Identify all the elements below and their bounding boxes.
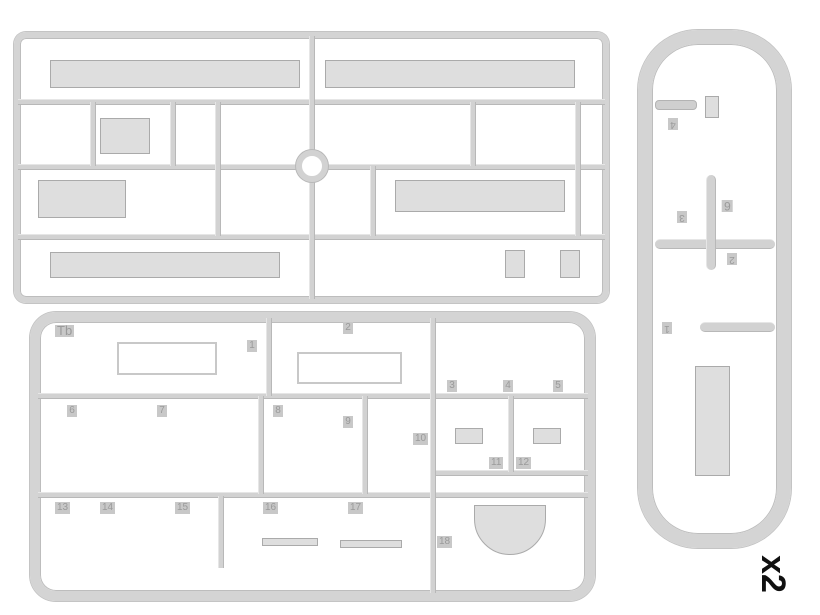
runner: [706, 175, 716, 270]
part-number: 1: [247, 340, 257, 352]
bracket-part-12: [533, 428, 561, 444]
part-number: 2: [727, 253, 737, 265]
hull-side-right: [325, 60, 575, 88]
part-number: 6: [67, 405, 77, 417]
part-number: 12: [516, 457, 532, 469]
part-number: 4: [668, 118, 678, 130]
runner: [470, 102, 476, 166]
part-number: 4: [503, 380, 513, 392]
small-parts: [505, 250, 525, 278]
engine-deck-part: [38, 180, 126, 218]
sprue-large-frame: [14, 32, 609, 303]
small-parts: [100, 118, 150, 154]
runner: [370, 166, 376, 236]
runner: [575, 102, 581, 236]
quantity-label: x2: [754, 555, 792, 593]
runner: [38, 393, 588, 399]
bracket-part-17: [340, 540, 402, 548]
runner: [218, 496, 224, 568]
track-link-part: [695, 366, 730, 476]
track-guard-part: [50, 252, 280, 278]
part-number: 16: [263, 502, 279, 514]
runner: [258, 396, 264, 494]
part-number: 15: [175, 502, 191, 514]
runner: [362, 396, 368, 494]
part-number: 3: [677, 211, 687, 223]
sprue-center-ring: [296, 150, 328, 182]
part-number: 1: [662, 322, 672, 334]
runner: [430, 318, 436, 593]
part-number: 17: [348, 502, 364, 514]
runner: [700, 322, 775, 332]
part-number: 5: [553, 380, 563, 392]
part-number: 14: [100, 502, 116, 514]
part-number: 6: [722, 199, 733, 213]
part-number: 8: [273, 405, 283, 417]
gate: [655, 100, 697, 110]
part-number: 11: [489, 457, 504, 469]
sprue-code-label: Tb: [55, 323, 75, 338]
grille-part-2: [297, 352, 402, 384]
runner: [90, 102, 96, 166]
runner: [170, 102, 176, 166]
fender-part: [395, 180, 565, 212]
runner: [215, 102, 221, 236]
runner: [266, 318, 272, 396]
sprue-tb-frame: [30, 312, 595, 601]
small-parts: [560, 250, 580, 278]
part-number: 7: [157, 405, 167, 417]
part-number: 9: [343, 416, 353, 428]
part-number: 13: [55, 502, 71, 514]
frame-part-1: [117, 342, 217, 375]
runner: [508, 396, 514, 472]
bracket-part-11: [455, 428, 483, 444]
runner: [38, 492, 588, 498]
part-number: 18: [437, 536, 453, 548]
part-number: 10: [413, 433, 429, 445]
bracket-part-16: [262, 538, 318, 546]
part-number: 2: [343, 322, 353, 334]
part-number: 3: [447, 380, 457, 392]
bracket-part-4: [705, 96, 719, 118]
hull-side-left: [50, 60, 300, 88]
